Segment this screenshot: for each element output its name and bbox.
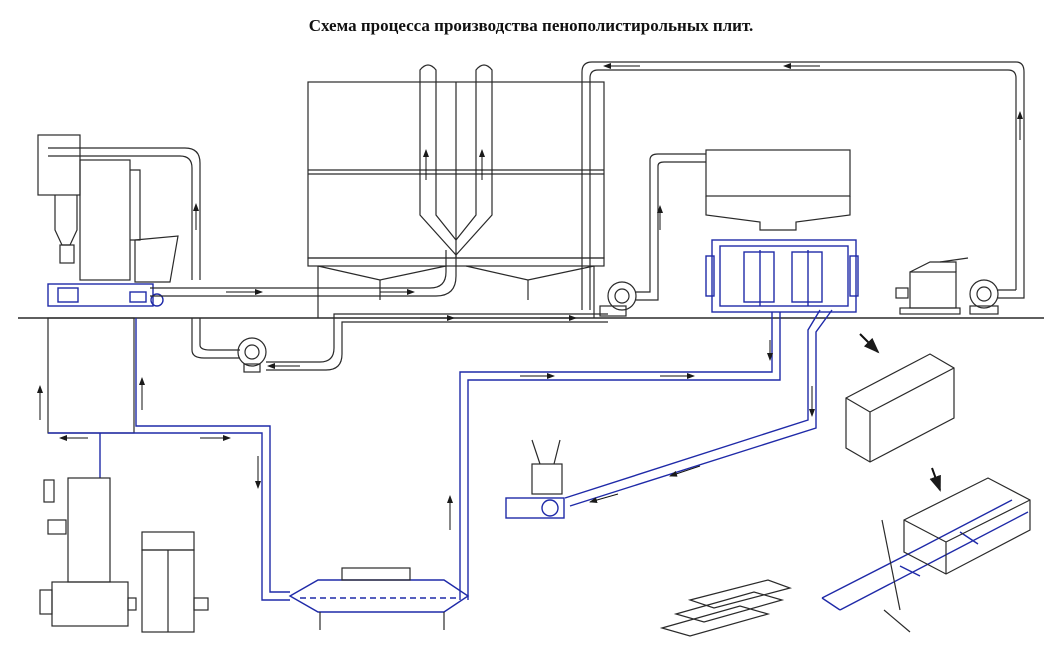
fan-middle [599, 281, 637, 317]
fan-right [969, 279, 999, 315]
ageing-silos [307, 64, 605, 318]
boiler [39, 477, 137, 627]
water-tank [47, 317, 135, 434]
fuel-bunker [141, 531, 209, 633]
condensate-tank [288, 567, 470, 630]
flow-arrows [37, 63, 1023, 530]
finished-boards [659, 579, 793, 637]
right-hopper [895, 257, 969, 315]
fan-left [237, 337, 267, 373]
pre-expander [37, 134, 179, 307]
block-mould [705, 149, 859, 313]
cutting-machine [821, 477, 1031, 633]
diagram-title: Схема процесса производства пенополистир… [309, 16, 754, 35]
vacuum-pump [505, 439, 565, 519]
foam-block [845, 353, 955, 463]
